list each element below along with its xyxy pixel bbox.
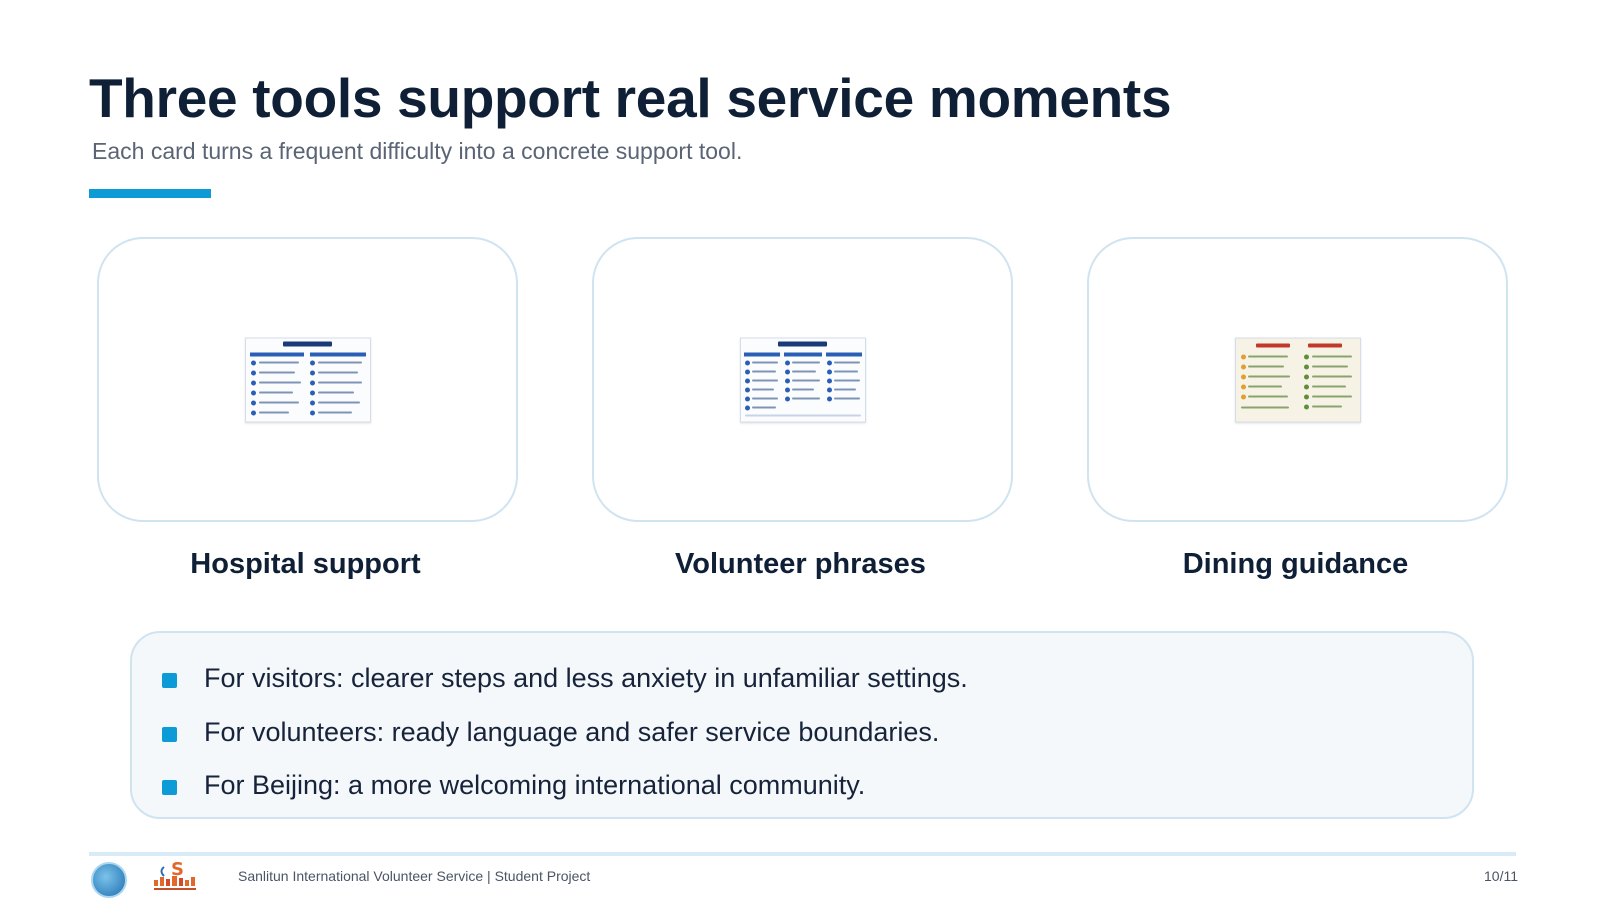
benefit-item: For volunteers: ready language and safer… <box>132 717 1472 753</box>
page-number: 10/11 <box>1484 868 1518 884</box>
title-accent-bar <box>89 189 211 198</box>
square-bullet-icon <box>162 780 177 795</box>
slide-title: Three tools support real service moments <box>89 67 1172 129</box>
card-label-hospital: Hospital support <box>190 548 421 580</box>
globe-emblem-logo-icon <box>91 862 127 898</box>
footer-text: Sanlitun International Volunteer Service… <box>238 868 591 884</box>
tool-card-volunteer-phrases[interactable] <box>592 237 1013 522</box>
dining-guide-thumbnail-icon <box>1234 337 1361 422</box>
benefit-text: For visitors: clearer steps and less anx… <box>204 663 968 693</box>
square-bullet-icon <box>162 673 177 688</box>
slide-subtitle: Each card turns a frequent difficulty in… <box>92 138 743 164</box>
benefit-text: For Beijing: a more welcoming internatio… <box>204 770 866 800</box>
benefit-item: For visitors: clearer steps and less anx… <box>132 663 1472 699</box>
benefit-text: For volunteers: ready language and safer… <box>204 717 940 747</box>
tool-card-dining[interactable] <box>1087 237 1508 522</box>
card-label-dining: Dining guidance <box>1182 548 1409 580</box>
phrase-guide-thumbnail-icon <box>739 337 866 422</box>
tool-card-hospital[interactable] <box>97 237 518 522</box>
benefit-item: For Beijing: a more welcoming internatio… <box>132 770 1472 806</box>
square-bullet-icon <box>162 727 177 742</box>
card-label-volunteer-phrases: Volunteer phrases <box>675 548 926 580</box>
hospital-document-thumbnail-icon <box>244 337 371 422</box>
footer-divider <box>89 852 1516 856</box>
benefits-box: For visitors: clearer steps and less anx… <box>130 631 1474 819</box>
sanlitun-volunteer-logo-icon: S <box>150 858 204 894</box>
svg-text:S: S <box>171 859 184 880</box>
